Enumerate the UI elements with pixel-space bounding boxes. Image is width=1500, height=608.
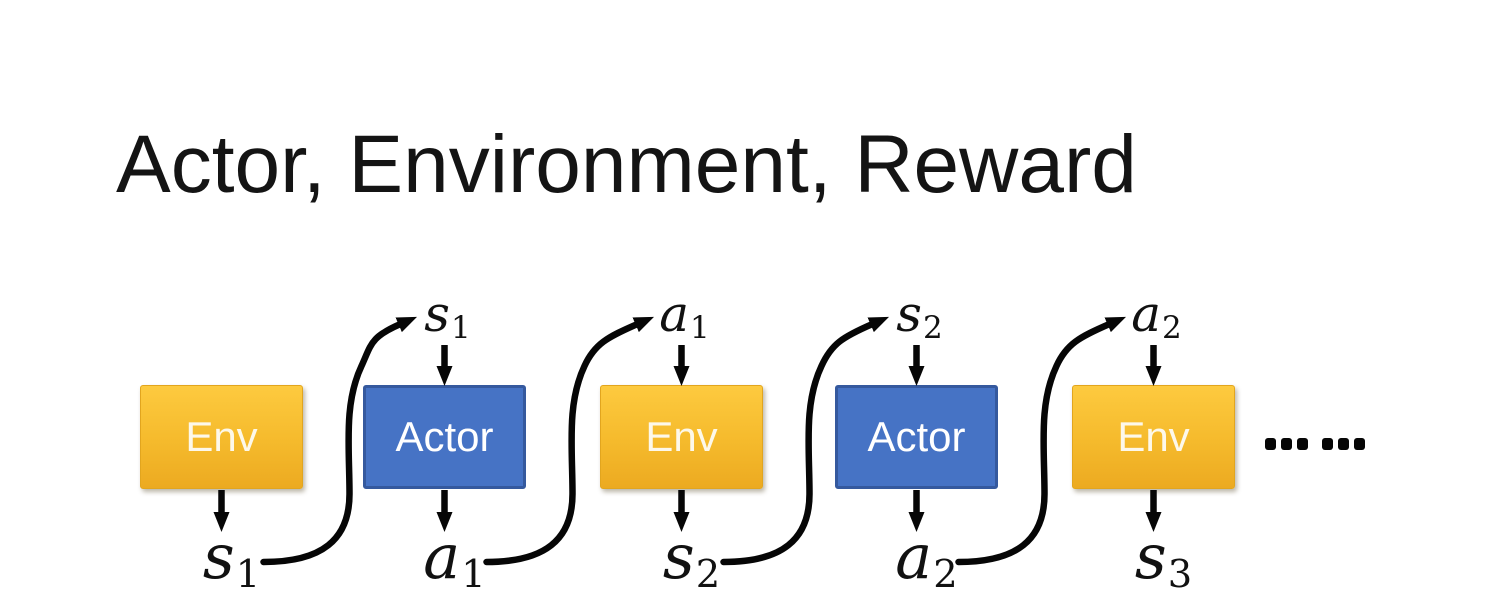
bottom-label-s2: s2 — [663, 526, 720, 595]
math-symbol: s — [424, 285, 450, 343]
top-label-s2: s2 — [896, 289, 942, 344]
math-subscript: 1 — [690, 310, 710, 347]
ellipsis-dot — [1322, 438, 1333, 450]
math-subscript: 1 — [461, 552, 486, 598]
math-symbol: s — [896, 285, 922, 343]
math-symbol: a — [659, 285, 690, 343]
env-box-3: Env — [600, 385, 763, 489]
env-box-label: Env — [185, 413, 258, 460]
env-box-label: Env — [645, 413, 718, 460]
actor-box-2: Actor — [363, 385, 526, 489]
math-subscript: 2 — [1162, 310, 1182, 347]
env-box-5: Env — [1072, 385, 1235, 489]
math-symbol: s — [662, 520, 695, 593]
math-subscript: 3 — [1167, 552, 1193, 598]
math-subscript: 2 — [933, 552, 958, 598]
slide-title: Actor, Environment, Reward — [116, 119, 1137, 210]
math-subscript: 1 — [450, 310, 471, 347]
bottom-label-a1: a1 — [423, 526, 485, 595]
top-label-s1: s1 — [424, 289, 470, 344]
bottom-label-s1: s1 — [203, 526, 260, 595]
ellipsis-dots — [1265, 438, 1365, 450]
math-symbol: a — [895, 520, 933, 593]
env-box-1: Env — [140, 385, 303, 489]
ellipsis-dot — [1281, 438, 1292, 450]
ellipsis-dot — [1297, 438, 1308, 450]
bottom-label-s3: s3 — [1135, 526, 1192, 595]
math-symbol: s — [202, 520, 235, 593]
ellipsis-dot — [1354, 438, 1365, 450]
bottom-label-a2: a2 — [895, 526, 957, 595]
actor-box-label: Actor — [867, 413, 966, 460]
math-subscript: 2 — [695, 552, 721, 598]
math-symbol: s — [1134, 520, 1167, 593]
math-subscript: 2 — [922, 310, 943, 347]
math-subscript: 1 — [235, 552, 261, 598]
top-label-a1: a1 — [659, 289, 710, 344]
math-symbol: a — [1131, 285, 1162, 343]
math-symbol: a — [423, 520, 461, 593]
actor-box-label: Actor — [395, 413, 494, 460]
top-label-a2: a2 — [1131, 289, 1182, 344]
env-box-label: Env — [1117, 413, 1190, 460]
ellipsis-dot — [1338, 438, 1349, 450]
actor-box-4: Actor — [835, 385, 998, 489]
ellipsis-dot — [1265, 438, 1276, 450]
